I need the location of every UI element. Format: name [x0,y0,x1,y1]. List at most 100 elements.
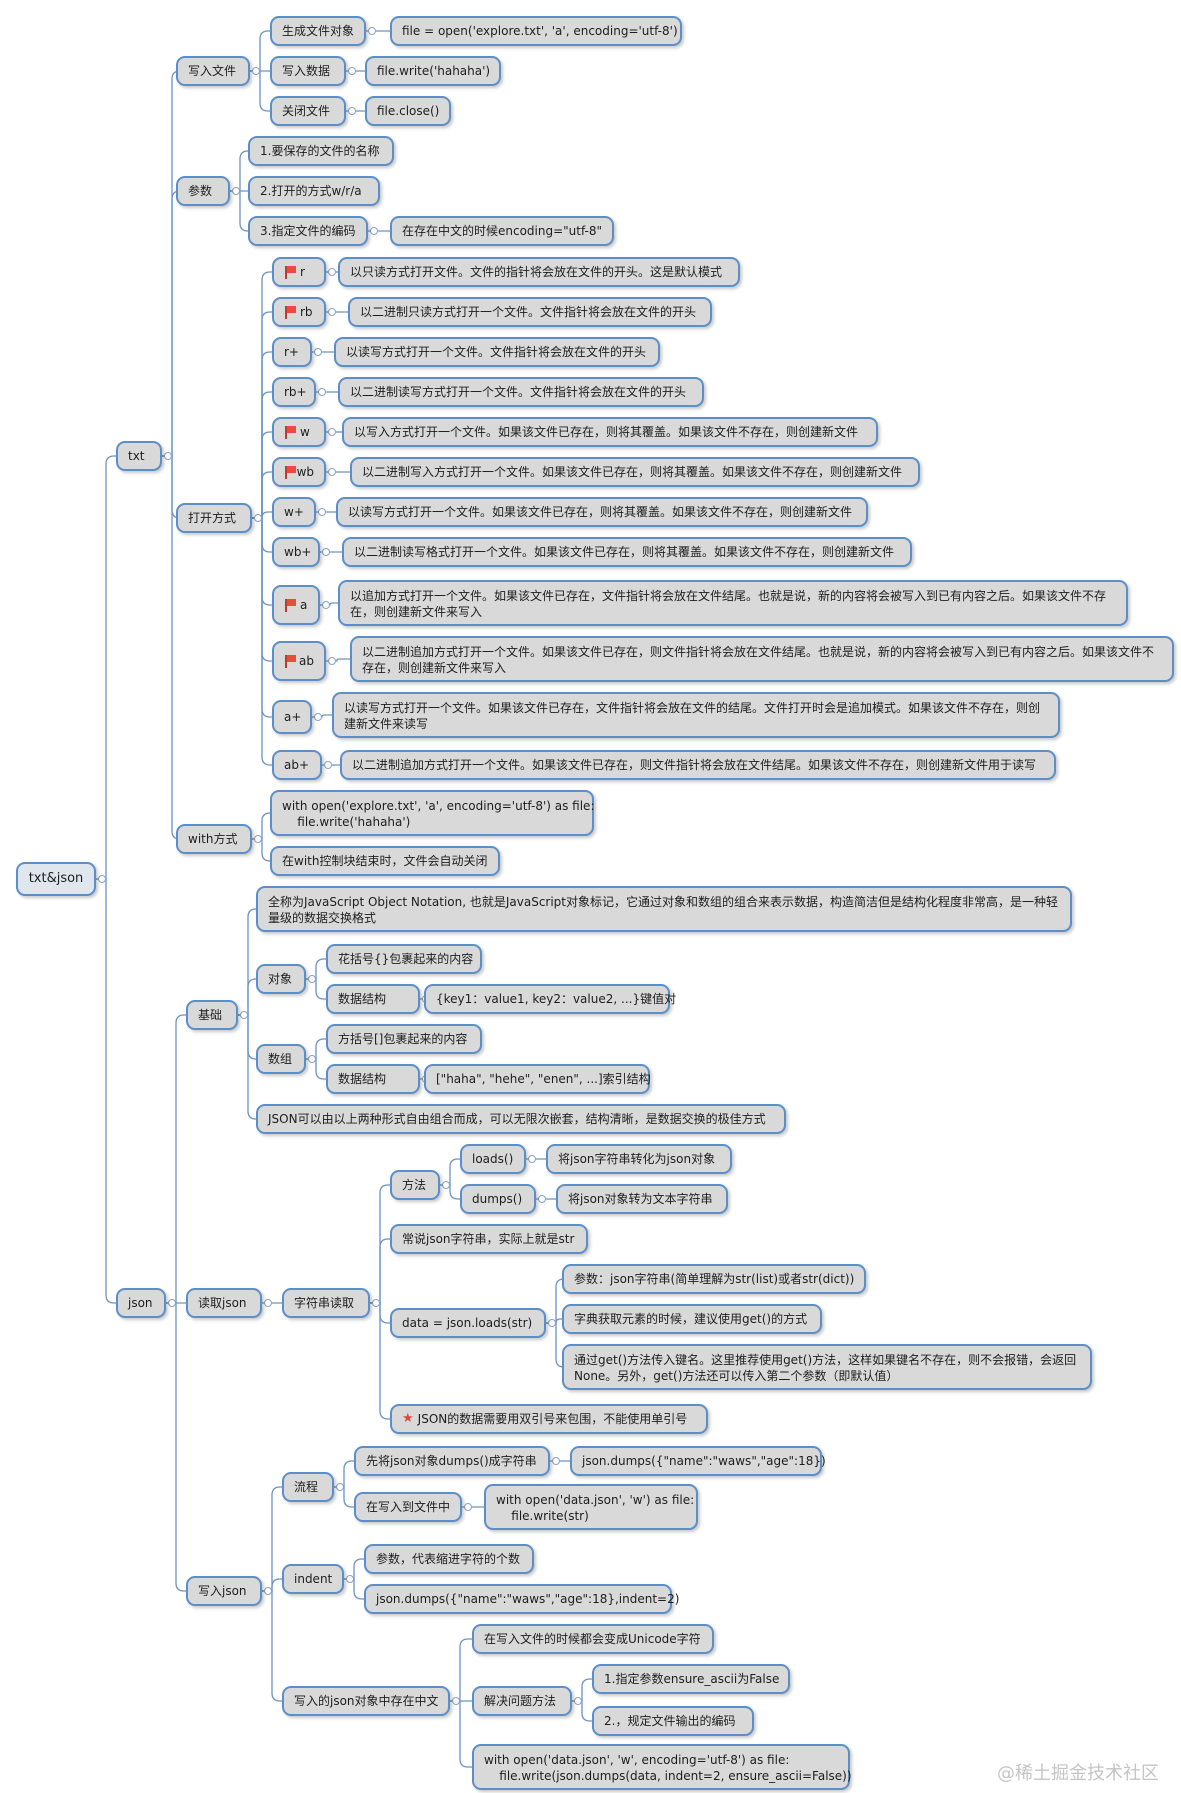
node-m-wb[interactable]: wb [272,457,326,487]
collapse-toggle-cn-write[interactable] [452,1697,460,1705]
node-param3-note[interactable]: 在存在中文的时候encoding="utf-8" [390,216,614,246]
node-close-file-code[interactable]: file.close() [365,96,451,126]
node-open-mode[interactable]: 打开方式 [176,503,252,533]
node-param1[interactable]: 1.要保存的文件的名称 [248,136,394,166]
node-m-wp[interactable]: w+ [272,497,316,527]
collapse-toggle-basics[interactable] [240,1011,248,1019]
node-m-ab-d[interactable]: 以二进制追加方式打开一个文件。如果该文件已存在，则文件指针将会放在文件结尾。也就… [350,636,1174,682]
collapse-toggle-json[interactable] [168,1299,176,1307]
node-dl-get-d[interactable]: 通过get()方法传入键名。这里推荐使用get()方法，这样如果键名不存在，则不… [562,1344,1092,1390]
node-m-a-d[interactable]: 以追加方式打开一个文件。如果该文件已存在，文件指针将会放在文件结尾。也就是说，新… [338,580,1128,626]
collapse-toggle-str-read[interactable] [372,1299,380,1307]
node-obj-braces[interactable]: 花括号{}包裹起来的内容 [326,944,482,974]
node-basics[interactable]: 基础 [186,1000,238,1030]
node-m-abp-d[interactable]: 以二进制追加方式打开一个文件。如果该文件已存在，则文件指针将会放在文件结尾。如果… [340,750,1056,780]
node-m-abp[interactable]: ab+ [272,750,322,780]
node-m-wbp[interactable]: wb+ [272,537,320,567]
node-json-def[interactable]: 全称为JavaScript Object Notation, 也就是JavaSc… [256,886,1072,932]
collapse-toggle-m-wp[interactable] [318,508,326,516]
node-m-rbp-d[interactable]: 以二进制读写方式打开一个文件。文件指针将会放在文件的开头 [338,377,704,407]
node-write-data-code[interactable]: file.write('hahaha') [365,56,501,86]
node-flow[interactable]: 流程 [282,1472,334,1502]
node-data-loads[interactable]: data = json.loads(str) [390,1308,546,1338]
node-loads-d[interactable]: 将json字符串转化为json对象 [546,1144,732,1174]
collapse-toggle-params[interactable] [232,187,240,195]
collapse-toggle-write-data[interactable] [348,67,356,75]
node-json-str-note[interactable]: 常说json字符串，实际上就是str [390,1224,588,1254]
node-cn-code[interactable]: with open('data.json', 'w', encoding='ut… [472,1744,852,1790]
node-m-rbp[interactable]: rb+ [272,377,316,407]
collapse-toggle-txt[interactable] [164,452,172,460]
collapse-toggle-m-rp[interactable] [314,348,322,356]
collapse-toggle-m-ap[interactable] [314,713,322,721]
collapse-toggle-param3[interactable] [370,227,378,235]
collapse-toggle-methods[interactable] [442,1181,450,1189]
collapse-toggle-flow2[interactable] [464,1503,472,1511]
collapse-toggle-with-mode[interactable] [254,835,262,843]
node-str-read[interactable]: 字符串读取 [282,1288,370,1318]
node-arr[interactable]: 数组 [256,1044,306,1074]
collapse-toggle-m-a[interactable] [322,601,330,609]
collapse-toggle-flow1[interactable] [552,1457,560,1465]
node-m-ap-d[interactable]: 以读写方式打开一个文件。如果该文件已存在，文件指针将会放在文件的结尾。文件打开时… [332,692,1060,738]
node-indent-d[interactable]: 参数，代表缩进字符的个数 [364,1544,534,1574]
node-dl-param[interactable]: 参数：json字符串(简单理解为str(list)或者str(dict)) [562,1264,866,1294]
node-params[interactable]: 参数 [176,176,230,206]
collapse-toggle-m-wbp[interactable] [322,548,330,556]
node-read-json[interactable]: 读取json [186,1288,262,1318]
node-dquote-note[interactable]: ★JSON的数据需要用双引号来包围，不能使用单引号 [390,1404,708,1434]
collapse-toggle-dumps[interactable] [538,1195,546,1203]
collapse-toggle-gen-obj[interactable] [368,27,376,35]
node-m-w[interactable]: w [272,417,326,447]
collapse-toggle-data-loads[interactable] [548,1319,556,1327]
node-gen-obj[interactable]: 生成文件对象 [270,16,366,46]
collapse-toggle-m-wb[interactable] [328,468,336,476]
node-dumps-d[interactable]: 将json对象转为文本字符串 [556,1184,728,1214]
collapse-toggle-read-json[interactable] [264,1299,272,1307]
collapse-toggle-write-json[interactable] [264,1587,272,1595]
node-cn-s2[interactable]: 2.，规定文件输出的编码 [592,1706,754,1736]
node-m-wb-d[interactable]: 以二进制写入方式打开一个文件。如果该文件已存在，则将其覆盖。如果该文件不存在，则… [350,457,920,487]
node-m-wp-d[interactable]: 以读写方式打开一个文件。如果该文件已存在，则将其覆盖。如果该文件不存在，则创建新… [336,497,868,527]
node-json-combo[interactable]: JSON可以由以上两种形式自由组合而成，可以无限次嵌套，结构清晰，是数据交换的极… [256,1104,786,1134]
node-write-json[interactable]: 写入json [186,1576,262,1606]
collapse-toggle-m-r[interactable] [328,268,336,276]
collapse-toggle-cn-solve[interactable] [574,1697,582,1705]
collapse-toggle-indent[interactable] [346,1575,354,1583]
node-obj-struct[interactable]: 数据结构 [326,984,420,1014]
collapse-toggle-m-rbp[interactable] [318,388,326,396]
collapse-toggle-open-mode[interactable] [254,514,262,522]
node-methods[interactable]: 方法 [390,1170,440,1200]
collapse-toggle-loads[interactable] [528,1155,536,1163]
node-indent[interactable]: indent [282,1564,344,1594]
node-param3[interactable]: 3.指定文件的编码 [248,216,368,246]
node-write-data[interactable]: 写入数据 [270,56,346,86]
node-with-mode[interactable]: with方式 [176,824,252,854]
node-m-r[interactable]: r [272,257,326,287]
node-with-note[interactable]: 在with控制块结束时，文件会自动关闭 [270,846,500,876]
node-m-rp-d[interactable]: 以读写方式打开一个文件。文件指针将会放在文件的开头 [334,337,660,367]
node-close-file[interactable]: 关闭文件 [270,96,346,126]
node-gen-obj-code[interactable]: file = open('explore.txt', 'a', encoding… [390,16,682,46]
node-flow1[interactable]: 先将json对象dumps()成字符串 [354,1446,550,1476]
collapse-toggle-root[interactable] [98,875,106,883]
node-json[interactable]: json [116,1288,166,1318]
node-txt[interactable]: txt [116,441,162,471]
collapse-toggle-arr[interactable] [308,1055,316,1063]
node-arr-brackets[interactable]: 方括号[]包裹起来的内容 [326,1024,482,1054]
node-obj-struct-v[interactable]: {key1：value1, key2：value2, ...}键值对 [424,984,676,1014]
node-root[interactable]: txt&json [16,862,96,896]
node-m-w-d[interactable]: 以写入方式打开一个文件。如果该文件已存在，则将其覆盖。如果该文件不存在，则创建新… [342,417,878,447]
node-cn-write[interactable]: 写入的json对象中存在中文 [282,1686,450,1716]
collapse-toggle-m-rb[interactable] [328,308,336,316]
node-flow2-code[interactable]: with open('data.json', 'w') as file: fil… [484,1484,698,1530]
node-m-r-d[interactable]: 以只读方式打开文件。文件的指针将会放在文件的开头。这是默认模式 [338,257,740,287]
node-dl-get[interactable]: 字典获取元素的时候，建议使用get()的方式 [562,1304,822,1334]
collapse-toggle-m-abp[interactable] [324,761,332,769]
node-obj[interactable]: 对象 [256,964,306,994]
node-with-code[interactable]: with open('explore.txt', 'a', encoding='… [270,790,595,836]
node-loads[interactable]: loads() [460,1144,526,1174]
node-m-rp[interactable]: r+ [272,337,312,367]
collapse-toggle-close-file[interactable] [348,107,356,115]
node-m-ap[interactable]: a+ [272,700,312,734]
